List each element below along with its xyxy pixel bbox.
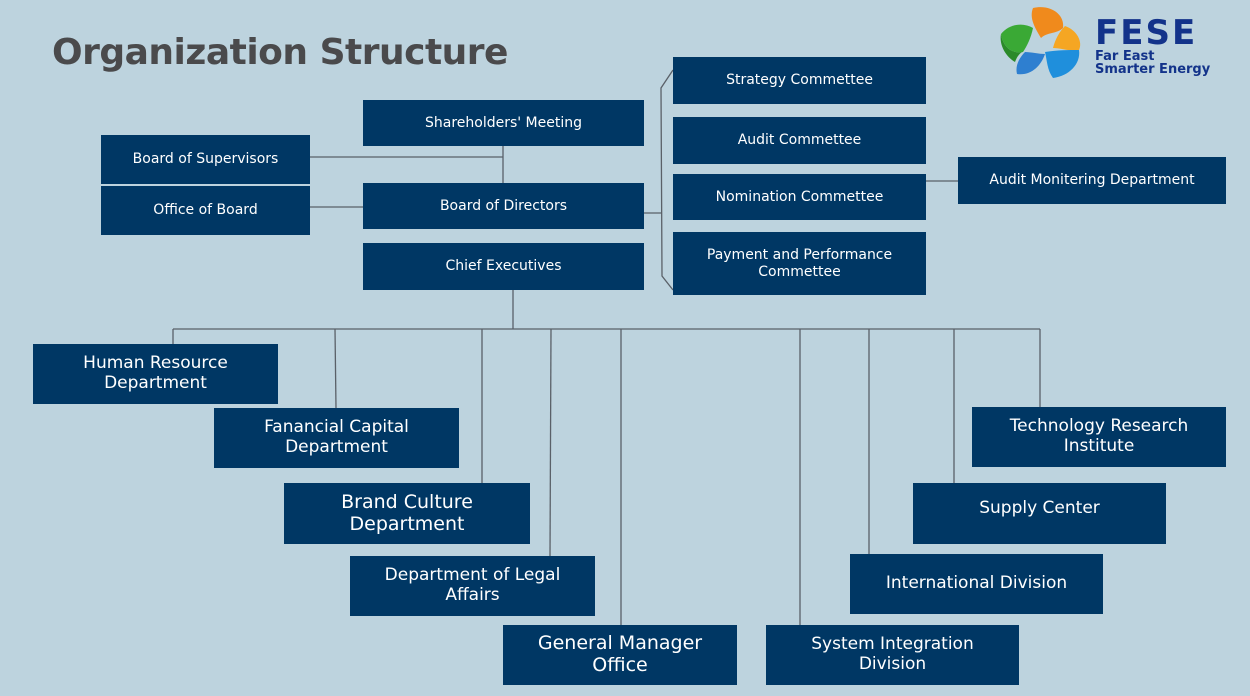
node-label: Chief Executives xyxy=(445,258,562,275)
node-label: Shareholders' Meeting xyxy=(424,114,583,131)
node-label: Nomination Commettee xyxy=(715,188,884,205)
node-label-line1: Fanancial Capital xyxy=(264,417,409,438)
node-label-line1: Technology Research xyxy=(1009,416,1189,437)
connector-committee-bracket xyxy=(660,69,674,291)
node-chief-executives: Chief Executives xyxy=(363,243,644,290)
node-label-line1: System Integration xyxy=(811,634,974,655)
node-board-of-directors: Board of Directors xyxy=(363,183,644,229)
node-label-line2: Department xyxy=(349,512,465,535)
node-label: International Division xyxy=(885,573,1068,594)
logo-tagline-line2: Smarter Energy xyxy=(1095,62,1211,77)
node-label-line2: Affairs xyxy=(445,585,500,605)
node-strategy-committee: Strategy Commettee xyxy=(673,57,926,104)
node-label: Office of Board xyxy=(153,202,258,219)
node-label: Audit Commettee xyxy=(737,132,862,149)
node-board-of-supervisors: Board of Supervisors xyxy=(101,135,310,184)
node-audit-monitoring-department: Audit Monitering Department xyxy=(958,157,1226,204)
node-legal-affairs-department: Department of Legal Affairs xyxy=(350,556,595,616)
node-shareholders-meeting: Shareholders' Meeting xyxy=(363,100,644,146)
node-financial-capital-department: Fanancial Capital Department xyxy=(214,408,459,468)
fese-logo: FESE Far East Smarter Energy xyxy=(995,4,1235,82)
node-supply-center: Supply Center xyxy=(913,483,1166,544)
node-audit-committee: Audit Commettee xyxy=(673,117,926,164)
fese-star-icon xyxy=(1000,7,1081,78)
node-brand-culture-department: Brand Culture Department xyxy=(284,483,530,544)
node-label-line1: Brand Culture xyxy=(341,490,473,513)
node-payment-performance-committee: Payment and Performance Commettee xyxy=(673,232,926,295)
logo-wordmark: FESE xyxy=(1095,13,1198,53)
node-general-manager-office: General Manager Office xyxy=(503,625,737,685)
node-label-line2: Commettee xyxy=(758,263,841,280)
node-label: Audit Monitering Department xyxy=(989,172,1195,189)
node-nomination-committee: Nomination Commettee xyxy=(673,174,926,220)
node-label: Strategy Commettee xyxy=(726,72,873,89)
node-technology-research-institute: Technology Research Institute xyxy=(972,407,1226,467)
node-human-resource-department: Human Resource Department xyxy=(33,344,278,404)
node-label-line1: Payment and Performance xyxy=(706,247,893,264)
node-label-line2: Office xyxy=(592,654,648,676)
logo-tagline: Far East Smarter Energy xyxy=(1095,50,1210,76)
node-label-line1: Department of Legal xyxy=(384,565,561,586)
logo-tagline-line1: Far East xyxy=(1095,49,1155,64)
node-label-line2: Division xyxy=(858,654,927,674)
node-label-line2: Department xyxy=(104,373,207,393)
connector-legal xyxy=(549,328,552,557)
node-label-line1: General Manager xyxy=(537,632,703,655)
page-title: Organization Structure xyxy=(52,32,508,73)
node-label: Supply Center xyxy=(979,498,1100,518)
node-label-line2: Institute xyxy=(1063,436,1135,456)
node-label: Board of Directors xyxy=(439,197,568,214)
node-label-line2: Department xyxy=(285,437,388,457)
node-system-integration-division: System Integration Division xyxy=(766,625,1019,685)
node-label: Board of Supervisors xyxy=(132,151,279,168)
node-office-of-board: Office of Board xyxy=(101,186,310,235)
node-label-line1: Human Resource xyxy=(83,353,228,374)
node-international-division: International Division xyxy=(850,554,1103,614)
connector-finance xyxy=(334,328,337,409)
